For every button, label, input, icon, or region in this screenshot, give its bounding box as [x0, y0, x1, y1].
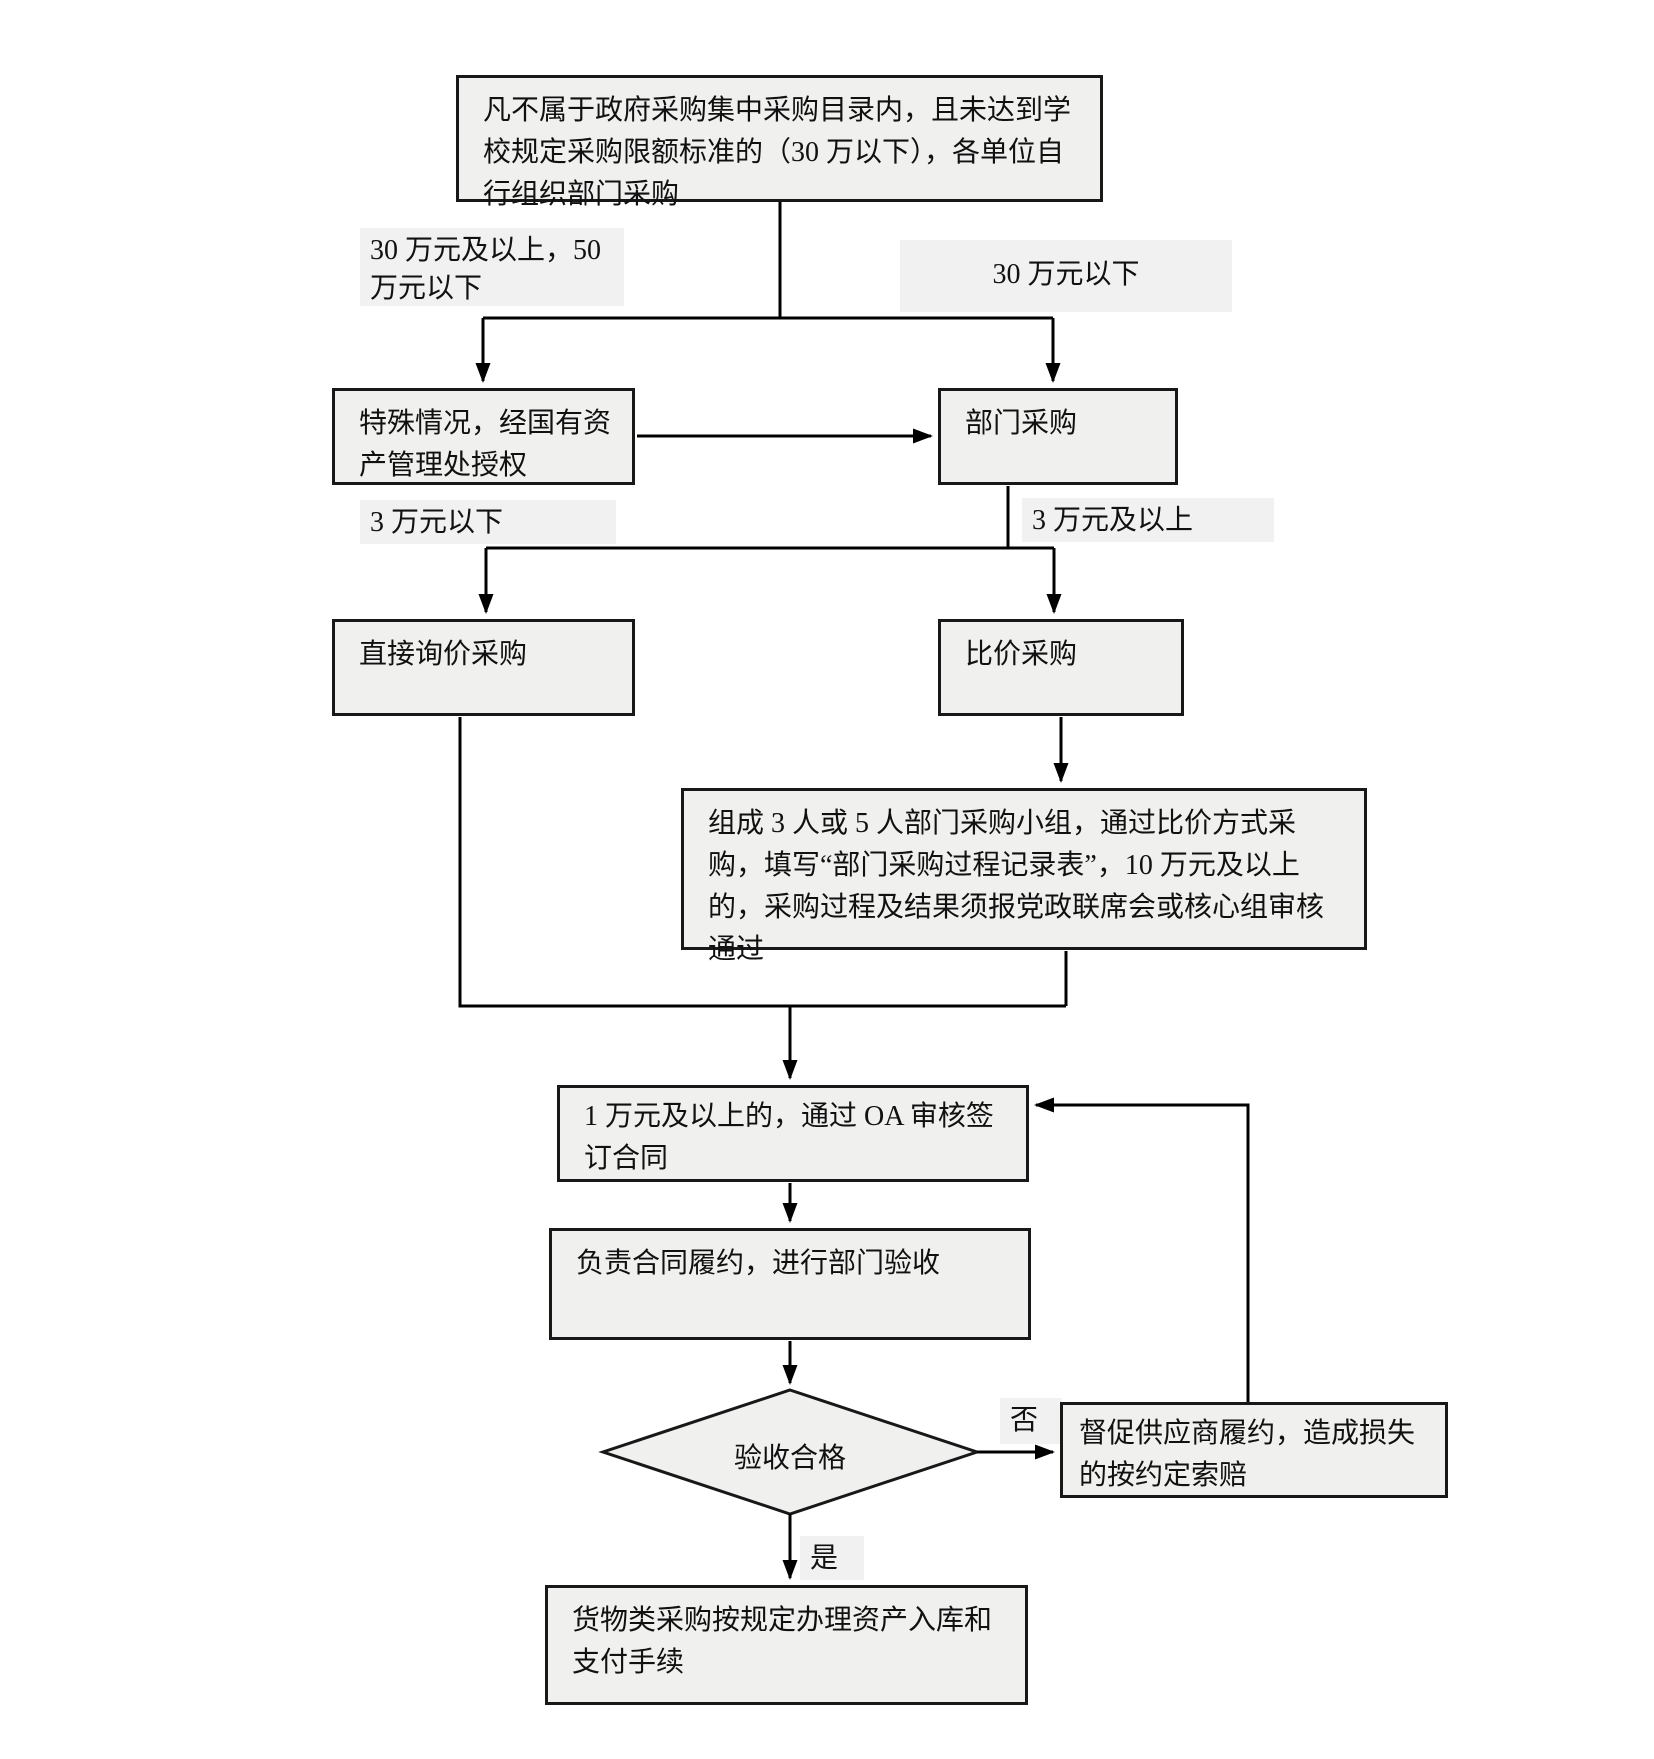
connector-supervise-contract [1034, 1097, 1250, 1402]
edge-label-below-30: 30 万元以下 [900, 240, 1232, 312]
oa-contract-node: 1 万元及以上的，通过 OA 审核签订合同 [557, 1085, 1029, 1182]
edge-label-no: 否 [1000, 1398, 1062, 1444]
edge-label-yes: 是 [800, 1536, 864, 1580]
edge-label-30-to-50: 30 万元及以上，50 万元以下 [360, 228, 624, 306]
connector-dept-split [486, 486, 1054, 550]
contract-performance-node: 负责合同履约，进行部门验收 [549, 1228, 1031, 1340]
acceptance-decision-label: 验收合格 [733, 1443, 846, 1474]
asset-registration-node: 货物类采购按规定办理资产入库和支付手续 [545, 1585, 1028, 1705]
special-authorization-node: 特殊情况，经国有资产管理处授权 [332, 388, 635, 485]
direct-inquiry-node: 直接询价采购 [332, 619, 635, 716]
edge-label-3-and-above: 3 万元及以上 [1022, 498, 1274, 542]
procurement-group-node: 组成 3 人或 5 人部门采购小组，通过比价方式采购，填写“部门采购过程记录表”… [681, 788, 1367, 965]
edge-label-below-3: 3 万元以下 [360, 500, 616, 544]
department-procurement-node: 部门采购 [938, 388, 1178, 485]
connector-start-split [483, 202, 1053, 320]
start-node: 凡不属于政府采购集中采购目录内，且未达到学校规定采购限额标准的（30 万以下），… [456, 75, 1103, 210]
supplier-supervision-node: 督促供应商履约，造成损失的按约定索赔 [1060, 1402, 1448, 1498]
connector-merge [458, 717, 1068, 1008]
price-comparison-node: 比价采购 [938, 619, 1184, 716]
